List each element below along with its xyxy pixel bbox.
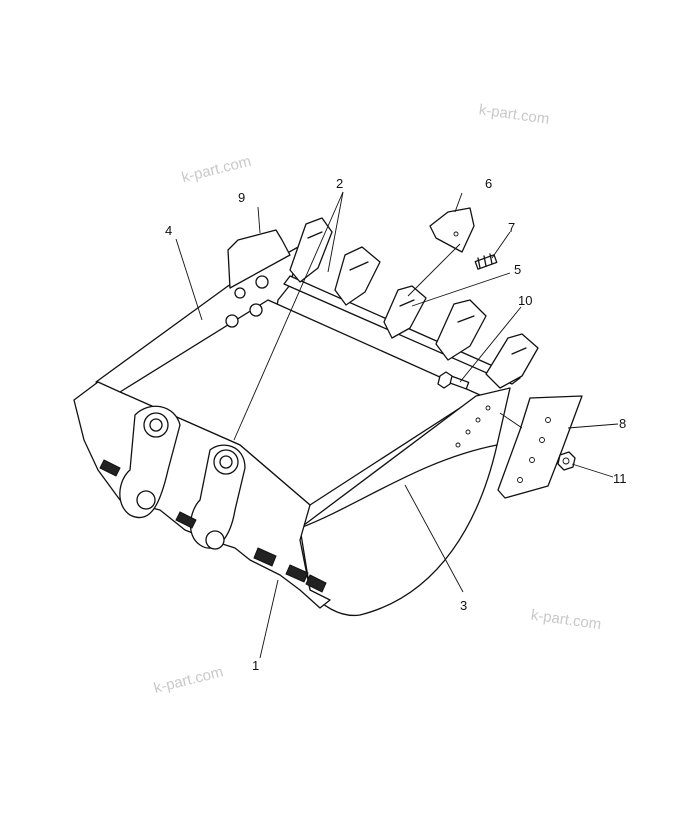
hinge-boss <box>136 490 156 510</box>
callout-11: 11 <box>613 471 627 486</box>
bolt <box>437 371 470 390</box>
callout-1: 1 <box>252 658 259 673</box>
rib <box>253 547 277 567</box>
tooth-point <box>429 207 475 253</box>
side-cutter <box>497 395 583 499</box>
side-plate-holes <box>225 275 269 328</box>
callout-9: 9 <box>238 190 245 205</box>
tooth <box>383 285 427 339</box>
rib <box>305 574 327 593</box>
rib <box>285 564 309 583</box>
bucket-assembly <box>73 191 619 659</box>
callout-10: 10 <box>518 293 532 308</box>
rib <box>175 511 197 529</box>
tooth <box>435 299 487 361</box>
pin <box>474 253 498 270</box>
callout-3: 3 <box>460 598 467 613</box>
teeth <box>289 217 539 389</box>
nut <box>557 451 576 471</box>
callout-6: 6 <box>485 176 492 191</box>
callouts: 1 2 3 4 5 6 7 8 9 10 11 <box>165 176 627 673</box>
watermark: k-part.com <box>152 663 225 697</box>
hinge-boss <box>205 530 225 550</box>
leader-lines <box>175 191 619 659</box>
watermark: k-part.com <box>478 101 551 128</box>
side-cutter-holes <box>517 417 551 483</box>
right-plate-holes <box>455 405 491 448</box>
tooth <box>485 333 539 389</box>
callout-8: 8 <box>619 416 626 431</box>
tooth <box>289 217 333 283</box>
hinge-boss <box>219 455 233 469</box>
callout-7: 7 <box>508 220 515 235</box>
hinge-boss <box>149 418 163 432</box>
bucket-shell <box>299 444 498 617</box>
callout-5: 5 <box>514 262 521 277</box>
watermark: k-part.com <box>530 607 603 634</box>
callout-4: 4 <box>165 223 172 238</box>
tooth <box>334 246 381 306</box>
wear-plate <box>227 229 291 289</box>
watermark: k-part.com <box>180 153 253 187</box>
callout-2: 2 <box>336 176 343 191</box>
hinge-ear-left <box>119 405 181 519</box>
rib <box>99 459 121 477</box>
